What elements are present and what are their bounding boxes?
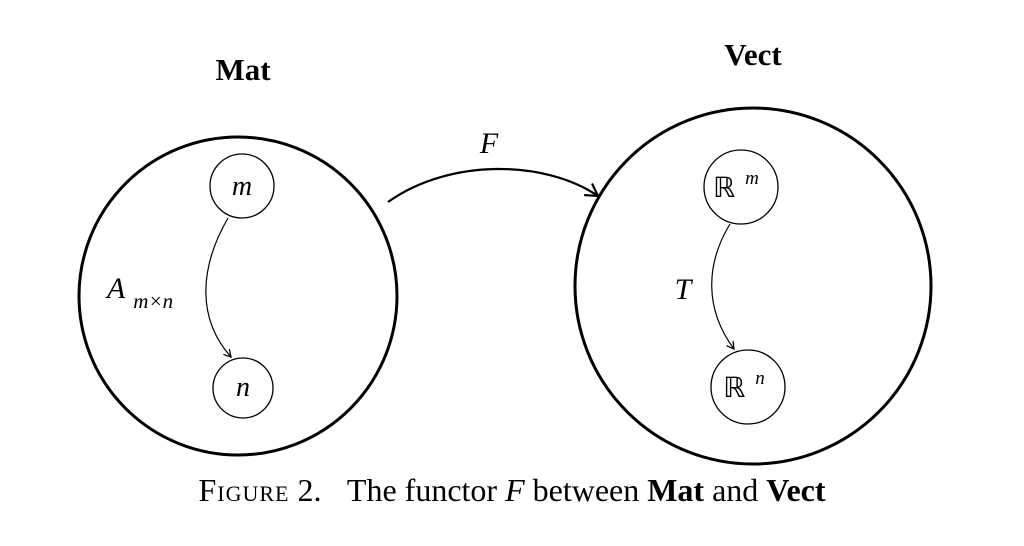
caption-number: 2. bbox=[297, 472, 322, 508]
caption-right-name: Vect bbox=[766, 472, 826, 508]
left-category-title: Mat bbox=[215, 52, 271, 87]
right-target-object-exponent: n bbox=[755, 368, 765, 389]
left-morphism-arrow bbox=[205, 217, 232, 358]
right-category-circle bbox=[573, 106, 933, 466]
caption-label: Figure bbox=[198, 472, 290, 508]
caption-text-3: and bbox=[712, 472, 759, 508]
right-morphism-arrow bbox=[711, 223, 735, 351]
right-source-object-exponent: m bbox=[745, 168, 759, 189]
caption-text-2: between bbox=[532, 472, 640, 508]
left-morphism-symbol: A bbox=[105, 272, 126, 305]
left-target-object-label: n bbox=[236, 372, 250, 403]
right-category-title: Vect bbox=[724, 37, 782, 72]
left-morphism-label: A m×n bbox=[105, 272, 173, 313]
right-target-object-base: ℝ bbox=[723, 371, 745, 404]
right-source-object-circle bbox=[703, 149, 779, 225]
right-morphism-label: T bbox=[675, 273, 694, 306]
right-source-object-label: ℝ m bbox=[713, 168, 759, 204]
right-source-object-base: ℝ bbox=[713, 171, 735, 204]
figure-caption: Figure 2. The functor F between Mat and … bbox=[0, 472, 1024, 509]
caption-functor-symbol: F bbox=[505, 472, 525, 508]
right-target-object-label: ℝ n bbox=[723, 368, 765, 404]
left-source-object-circle bbox=[209, 153, 275, 219]
caption-text-1: The functor bbox=[346, 472, 498, 508]
left-morphism-subscript: m×n bbox=[133, 289, 173, 313]
left-source-object-label: m bbox=[232, 171, 252, 202]
left-target-object-circle bbox=[212, 357, 274, 419]
functor-label: F bbox=[479, 127, 499, 160]
right-target-object-circle bbox=[710, 349, 786, 425]
functor-arrow bbox=[387, 167, 600, 203]
left-category-circle bbox=[77, 135, 399, 457]
caption-left-name: Mat bbox=[647, 472, 705, 508]
